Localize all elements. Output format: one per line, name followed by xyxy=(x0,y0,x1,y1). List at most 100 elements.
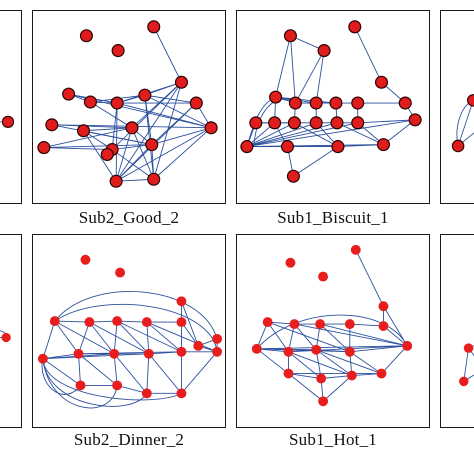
graph-node xyxy=(176,296,187,307)
graph-edge xyxy=(294,323,408,347)
graph-node xyxy=(84,317,95,328)
graph-edge xyxy=(83,130,117,182)
graph-edge xyxy=(117,102,212,129)
graph-edge xyxy=(115,127,133,182)
graph-edge xyxy=(117,320,147,323)
graph-node xyxy=(251,343,262,354)
graph-node xyxy=(285,257,296,268)
graph-edge xyxy=(113,353,118,386)
graph-panel-sub1-biscuit-1 xyxy=(236,10,430,204)
graph-node xyxy=(317,44,331,58)
graph-svg xyxy=(451,94,474,153)
graph-edge xyxy=(288,351,352,376)
graph-node xyxy=(73,348,84,359)
graph-node xyxy=(83,95,97,109)
graph-panel-partial-left-bottom xyxy=(0,234,22,428)
graph-node xyxy=(398,96,412,110)
graph-edge xyxy=(146,321,218,353)
graph-panel-partial-left-top xyxy=(0,10,22,204)
graph-edge xyxy=(288,373,324,402)
graph-node xyxy=(351,96,365,110)
graph-edge xyxy=(463,348,469,382)
graph-edge xyxy=(83,127,132,132)
graph-edge xyxy=(320,323,408,347)
graph-edge xyxy=(246,119,416,148)
graph-node xyxy=(112,316,123,327)
graph-node xyxy=(346,370,357,381)
graph-edge xyxy=(289,35,296,104)
graph-node xyxy=(283,368,294,379)
graph-edge xyxy=(151,127,212,146)
graph-node xyxy=(37,353,48,364)
graph-edge xyxy=(113,321,118,354)
graph-edge xyxy=(113,353,148,394)
graph-node xyxy=(467,94,474,107)
graph-edge xyxy=(321,375,352,379)
graph-node xyxy=(376,368,387,379)
graph-edge xyxy=(322,375,353,402)
graph-edge xyxy=(153,26,182,83)
panel-caption: Sub1_Hot_1 xyxy=(289,430,377,449)
graph-node xyxy=(49,316,60,327)
graph-edge xyxy=(54,320,90,323)
graph-node xyxy=(289,319,300,330)
graph-edge xyxy=(181,301,199,347)
graph-node xyxy=(145,138,159,152)
graph-edge xyxy=(349,323,384,327)
graph-edge xyxy=(115,144,153,182)
graph-node xyxy=(249,116,263,130)
graph-edge xyxy=(115,103,118,182)
graph-edge xyxy=(349,345,408,353)
graph-edge xyxy=(43,147,113,151)
graph-edge xyxy=(90,101,133,129)
graph-edge xyxy=(294,122,339,147)
graph-edge xyxy=(256,348,289,374)
graph-node xyxy=(193,340,204,351)
graph-edge xyxy=(42,358,182,401)
graph-node xyxy=(316,373,327,384)
graph-node xyxy=(268,116,282,130)
graph-node xyxy=(318,396,329,407)
graph-node xyxy=(344,346,355,357)
graph-node xyxy=(212,333,223,344)
graph-node xyxy=(174,75,188,89)
graph-edge xyxy=(83,130,152,146)
panel-caption: Sub1_Biscuit_1 xyxy=(277,208,389,227)
graph-node xyxy=(318,271,329,282)
graph-edge xyxy=(383,325,408,347)
graph-edge xyxy=(89,321,150,355)
graph-edge xyxy=(256,314,408,350)
graph-edge xyxy=(357,119,416,124)
graph-edge xyxy=(144,95,155,180)
graph-node xyxy=(75,380,86,391)
graph-node xyxy=(309,96,323,110)
graph-edge xyxy=(42,353,149,360)
graph-node xyxy=(283,346,294,357)
graph-edge xyxy=(383,119,416,145)
graph-node xyxy=(100,147,114,162)
graph-edge xyxy=(355,249,384,307)
graph-node xyxy=(374,75,389,89)
graph-node xyxy=(344,319,355,330)
panel-caption: Sub2_Dinner_2 xyxy=(73,430,185,449)
graph-edge xyxy=(246,122,338,148)
graph-svg xyxy=(240,20,422,183)
graph-edge xyxy=(337,144,384,148)
graph-edge xyxy=(293,146,339,177)
graph-edge xyxy=(43,127,133,149)
graph-node xyxy=(138,88,152,102)
graph-edge xyxy=(144,94,212,129)
graph-node xyxy=(351,116,365,130)
graph-edge xyxy=(41,358,81,395)
graph-edge xyxy=(42,358,118,409)
graph-edge xyxy=(246,144,384,148)
graph-edge xyxy=(116,320,150,355)
graph-edge xyxy=(336,122,384,146)
graph-edge xyxy=(117,385,147,394)
graph-edge xyxy=(54,320,115,355)
graph-node xyxy=(109,174,123,188)
graph-edge xyxy=(78,353,81,386)
graph-node xyxy=(1,115,15,128)
graph-node xyxy=(309,116,323,130)
graph-node xyxy=(287,116,301,130)
